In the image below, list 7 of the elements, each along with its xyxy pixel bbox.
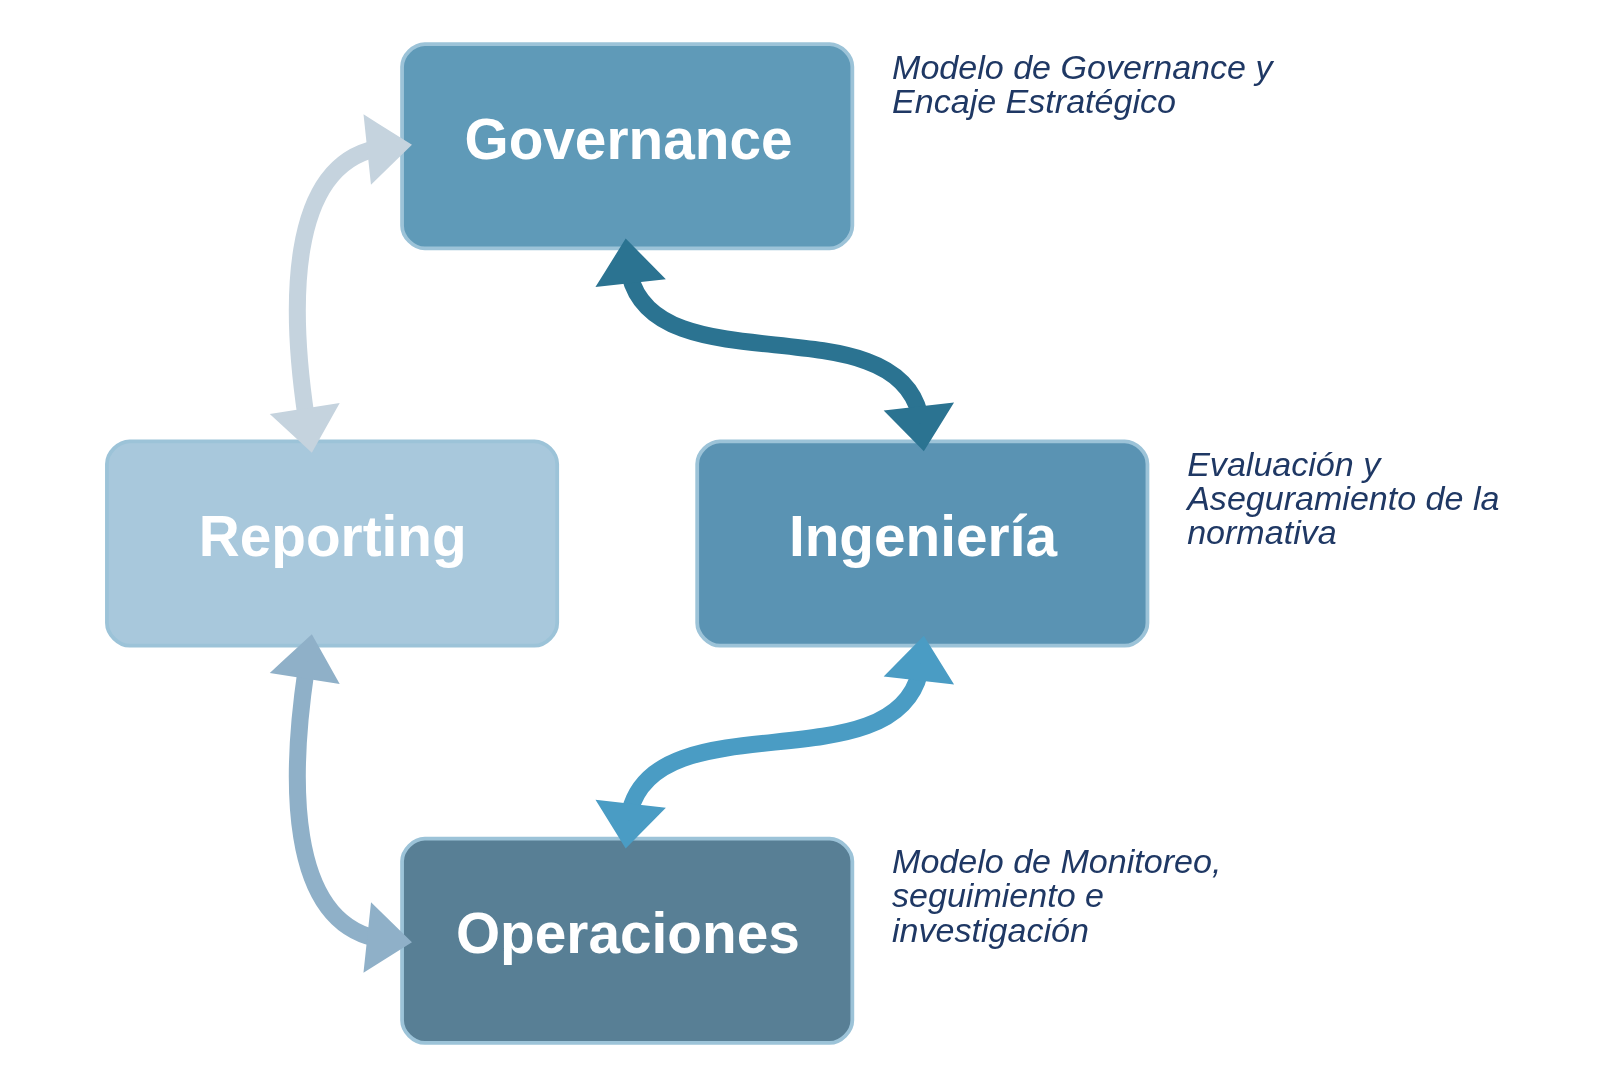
arrow	[269, 114, 412, 453]
arrow	[595, 635, 954, 849]
arrow	[269, 634, 412, 973]
node-label: Modelo de Monitoreo, seguimiento e investigación	[891, 842, 1221, 949]
arrow	[594, 238, 954, 452]
node-label: Modelo de Governance y Encaje Estratégico	[891, 47, 1272, 120]
node-label: Evaluación y Aseguramiento de la normativa	[1186, 445, 1499, 552]
